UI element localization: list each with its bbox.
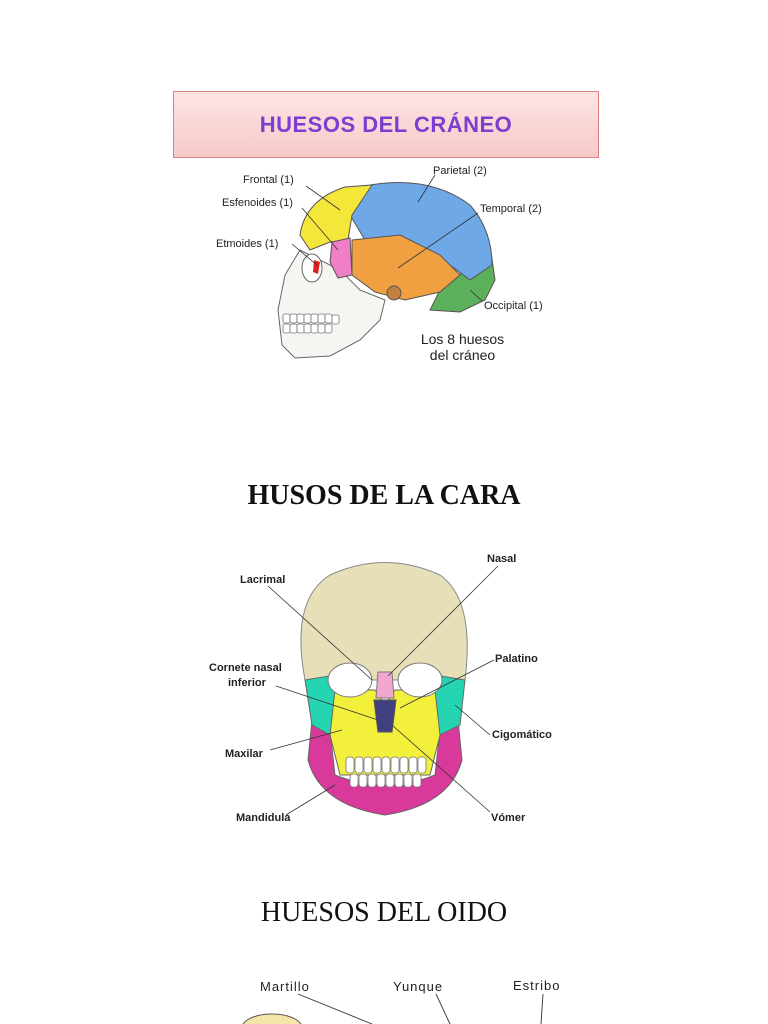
- caption-line-2: del cráneo: [400, 347, 525, 363]
- ear-section-title: HUESOS DEL OIDO: [0, 897, 768, 929]
- label-frontal: Frontal (1): [243, 174, 294, 186]
- label-parietal: Parietal (2): [433, 165, 487, 177]
- ear-canal: [387, 286, 401, 300]
- label-temporal: Temporal (2): [480, 203, 542, 215]
- face-section-title: HUSOS DE LA CARA: [0, 480, 768, 512]
- label-occipital: Occipital (1): [484, 300, 543, 312]
- caption-line-1: Los 8 huesos: [400, 331, 525, 347]
- cranium-caption: Los 8 huesos del cráneo: [400, 331, 525, 363]
- label-esfenoides: Esfenoides (1): [222, 197, 293, 209]
- label-etmoides: Etmoides (1): [216, 238, 278, 250]
